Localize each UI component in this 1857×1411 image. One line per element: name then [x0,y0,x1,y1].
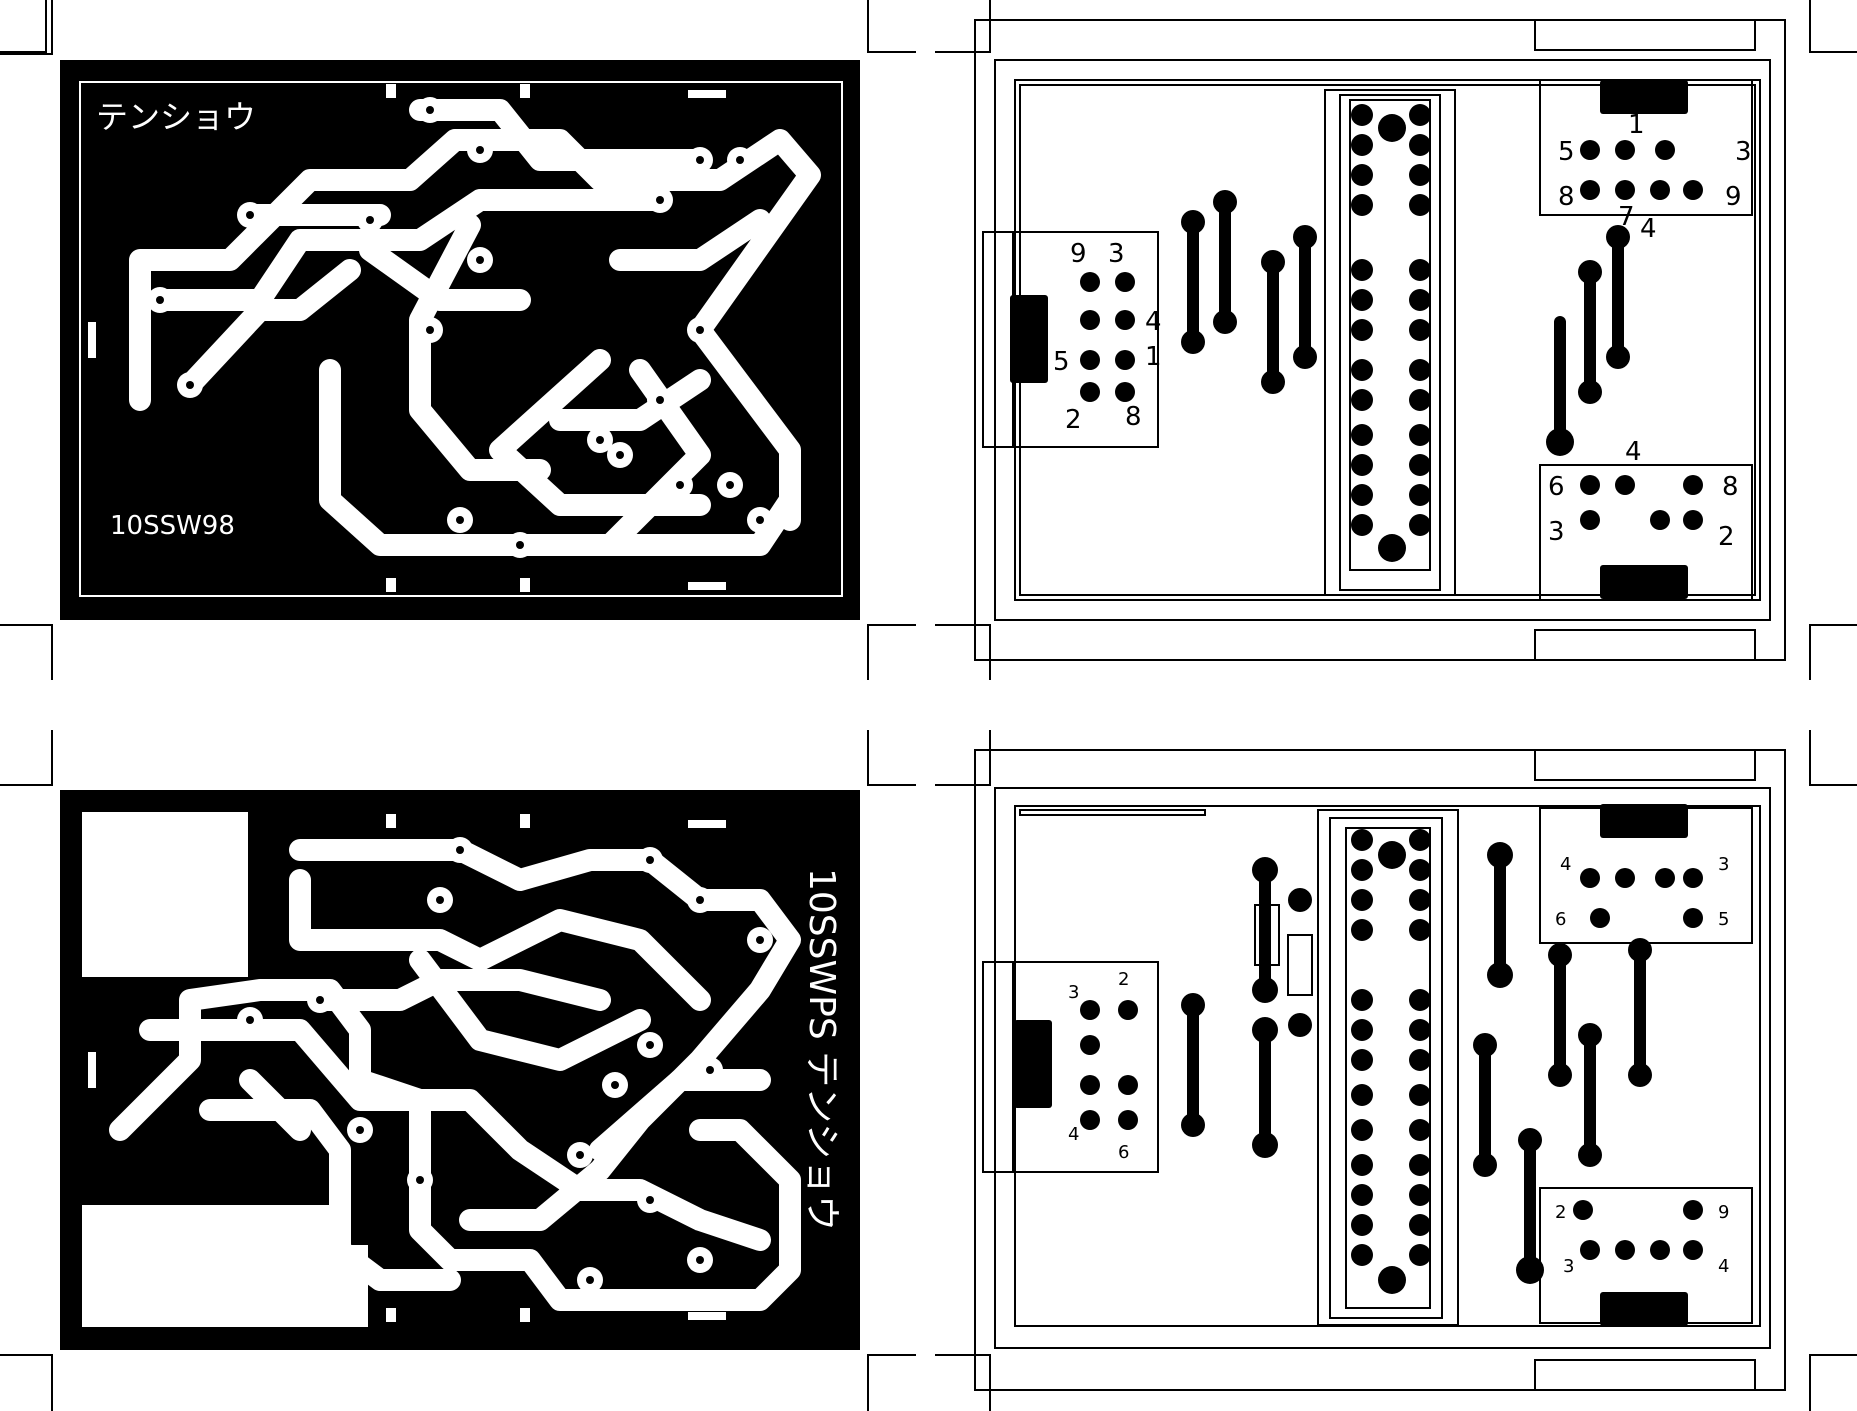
pin-label: 3 [1563,1256,1574,1277]
upper-silk-labels: 3 1 5 9 7 8 4 8 6 2 3 4 9 3 4 1 5 8 2 [1053,110,1752,552]
pin-label: 6 [1118,1142,1129,1163]
pin-label: 4 [1625,437,1642,467]
pin-label: 9 [1725,182,1742,212]
pin-label: 1 [1145,342,1162,372]
pin-label: 3 [1735,137,1752,167]
pin-label: 2 [1555,1202,1566,1223]
pin-label: 4 [1560,854,1571,875]
pin-label: 3 [1548,517,1565,547]
pin-label: 5 [1053,347,1070,377]
pin-label: 4 [1718,1256,1729,1277]
pin-label: 4 [1145,307,1162,337]
upper-silk-board [974,19,1786,661]
pin-label: 4 [1068,1124,1079,1145]
pin-label: 4 [1640,214,1657,244]
pin-label: 3 [1108,239,1125,269]
upper-board-model: 10SSW98 [110,511,235,541]
pin-label: 2 [1718,522,1735,552]
pin-label: 5 [1558,137,1575,167]
lower-silk-labels: 3 4 5 6 2 9 3 4 2 3 4 6 [1068,854,1729,1277]
pin-label: 8 [1125,402,1142,432]
pin-label: 7 [1618,202,1635,232]
pin-label: 5 [1718,909,1729,930]
upper-board-title: テンショウ [96,98,256,136]
pin-label: 9 [1070,239,1087,269]
pin-label: 6 [1548,472,1565,502]
upper-silk-components [1010,80,1703,599]
pin-label: 9 [1718,1202,1729,1223]
pin-label: 8 [1722,472,1739,502]
pin-label: 3 [1718,854,1729,875]
upper-copper-board: テンショウ 10SSW98 [60,60,860,620]
lower-silk-components [1014,804,1703,1326]
pin-label: 8 [1558,182,1575,212]
pin-label: 1 [1628,110,1645,140]
pin-label: 6 [1555,909,1566,930]
pin-label: 2 [1118,969,1129,990]
lower-copper-board: 10SSWPS テンショウ [60,790,860,1350]
pin-label: 3 [1068,982,1079,1003]
pin-label: 2 [1065,405,1082,435]
lower-board-title: 10SSWPS テンショウ [801,868,842,1231]
